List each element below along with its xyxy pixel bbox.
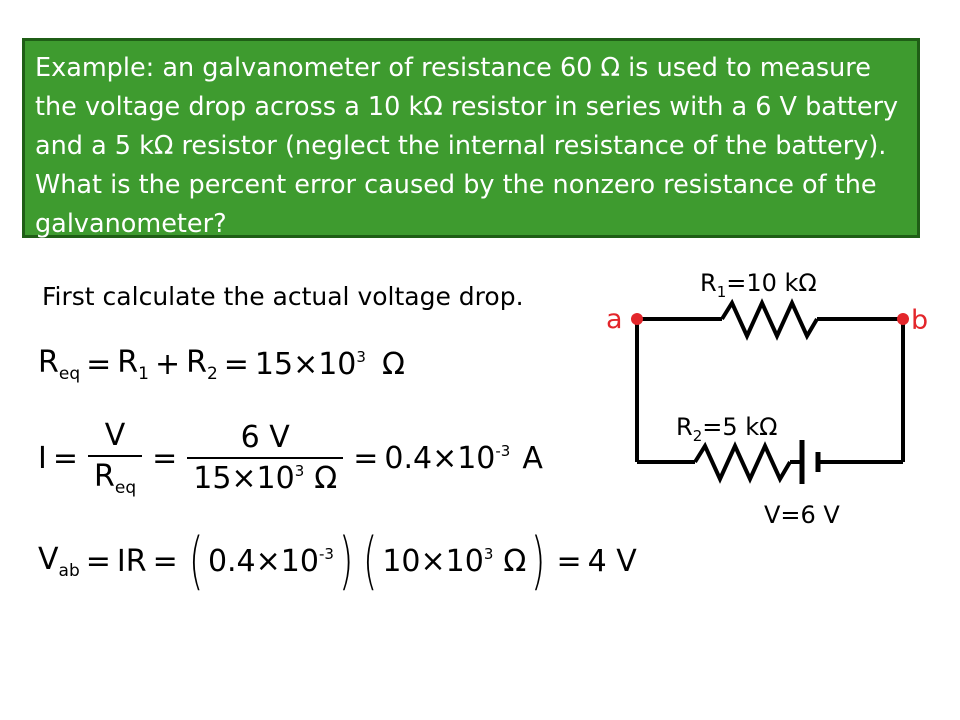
eq1-term2: R2 bbox=[186, 345, 218, 384]
eq3-result: 4 V bbox=[587, 543, 637, 579]
node-a-dot bbox=[631, 313, 643, 325]
resistor-r1 bbox=[720, 298, 819, 341]
eq1-term1: R1 bbox=[117, 345, 149, 384]
intro-text: First calculate the actual voltage drop. bbox=[42, 282, 524, 311]
eq3-mid: IR bbox=[116, 543, 147, 579]
eq2-unit: A bbox=[522, 440, 543, 476]
eq2-value: 0.4×10-3 bbox=[384, 440, 511, 476]
equation-req: Req = R1 + R2 = 15×103 Ω bbox=[38, 345, 405, 384]
problem-text: Example: an galvanometer of resistance 6… bbox=[35, 53, 899, 239]
battery-label: V=6 V bbox=[764, 501, 840, 529]
node-a-label: a bbox=[606, 304, 623, 335]
problem-box: Example: an galvanometer of resistance 6… bbox=[22, 38, 920, 239]
r1-label: R1=10 kΩ bbox=[700, 269, 817, 301]
eq2-fraction-1: V Req bbox=[88, 418, 143, 498]
resistor-r2 bbox=[693, 441, 792, 484]
eq3-lhs: Vab bbox=[38, 541, 80, 581]
eq2-lhs: I bbox=[38, 440, 47, 476]
node-b-label: b bbox=[911, 305, 928, 336]
r2-label: R2=5 kΩ bbox=[676, 413, 777, 445]
eq1-lhs: Req bbox=[38, 345, 81, 384]
node-b-dot bbox=[897, 313, 909, 325]
eq3-factor-1: 0.4×10-3 bbox=[207, 543, 334, 579]
eq1-unit: Ω bbox=[381, 347, 405, 382]
eq1-value: 15×103 bbox=[254, 347, 366, 382]
